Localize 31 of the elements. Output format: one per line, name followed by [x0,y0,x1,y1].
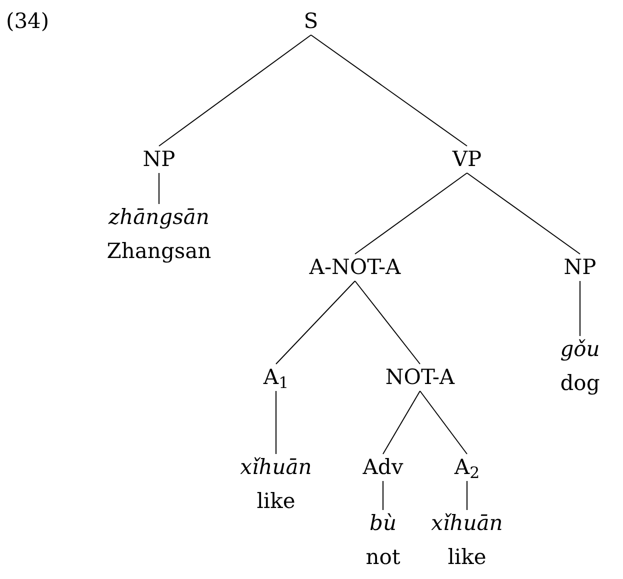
example-number: (34) [6,8,50,35]
category-label: VP [452,146,482,173]
tree-branch [354,172,468,254]
tree-branch [158,172,160,204]
tree-branch [420,390,468,454]
gloss-word: dog [560,370,600,397]
category-label: NOT-A [385,364,455,391]
tree-branch [466,480,468,510]
tree-branch [354,280,420,364]
category-label: Adv [362,454,404,481]
category-label: NP [142,146,176,173]
gloss-word: like [448,544,486,571]
pinyin-word: gǒu [560,336,600,363]
category-label: S [304,8,318,35]
tree-branch [158,34,312,146]
pinyin-word: bù [370,510,396,537]
gloss-word: Zhangsan [106,238,212,265]
tree-branch [382,480,384,510]
tree-branch [466,172,580,254]
tree-branch [382,390,420,454]
pinyin-word: xǐhuān [431,510,503,537]
pinyin-word: xǐhuān [240,454,312,481]
tree-branch [310,34,468,146]
category-label: NP [564,254,596,281]
tree-branch [276,280,356,364]
gloss-word: like [256,488,296,515]
category-label: A$_{2}$ [454,454,480,484]
pinyin-word: zhāngsān [108,204,210,231]
category-label: A$_{1}$ [263,364,289,394]
category-label: A-NOT-A [309,254,401,281]
gloss-word: not [366,544,400,571]
